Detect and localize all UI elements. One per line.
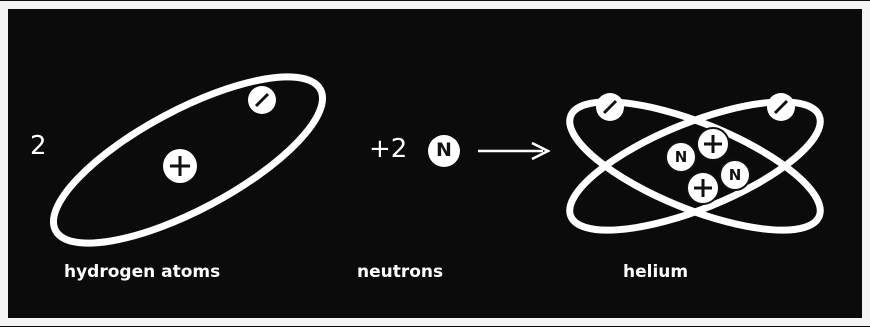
helium-electron-left — [596, 93, 624, 121]
helium-atom — [566, 93, 824, 234]
hydrogen-orbit — [49, 73, 327, 247]
hydrogen-electron — [248, 86, 276, 114]
nucleus-proton-1 — [696, 127, 730, 161]
hydrogen-coefficient: 2 — [30, 131, 47, 161]
reaction-arrow — [478, 141, 551, 161]
helium-nucleus — [665, 127, 751, 205]
nucleus-neutron-label-2: N — [728, 166, 742, 184]
nucleus-neutron-1 — [665, 141, 697, 173]
nucleus-neutron-2 — [719, 159, 751, 191]
hydrogen-caption: hydrogen atoms — [64, 262, 221, 282]
helium-orbit-1 — [566, 98, 824, 234]
helium-caption: helium — [623, 262, 689, 282]
hydrogen-proton — [163, 149, 197, 183]
nucleus-neutron-label-1: N — [674, 148, 688, 166]
hydrogen-atom — [49, 73, 327, 247]
neutron-particle — [428, 135, 460, 167]
neutron-symbol: N — [436, 139, 452, 161]
helium-electron-right — [767, 93, 795, 121]
nucleus-proton-2 — [686, 171, 720, 205]
neutron-coefficient: +2 — [369, 134, 408, 164]
neutrons-caption: neutrons — [357, 262, 444, 282]
helium-orbit-2 — [566, 98, 824, 234]
